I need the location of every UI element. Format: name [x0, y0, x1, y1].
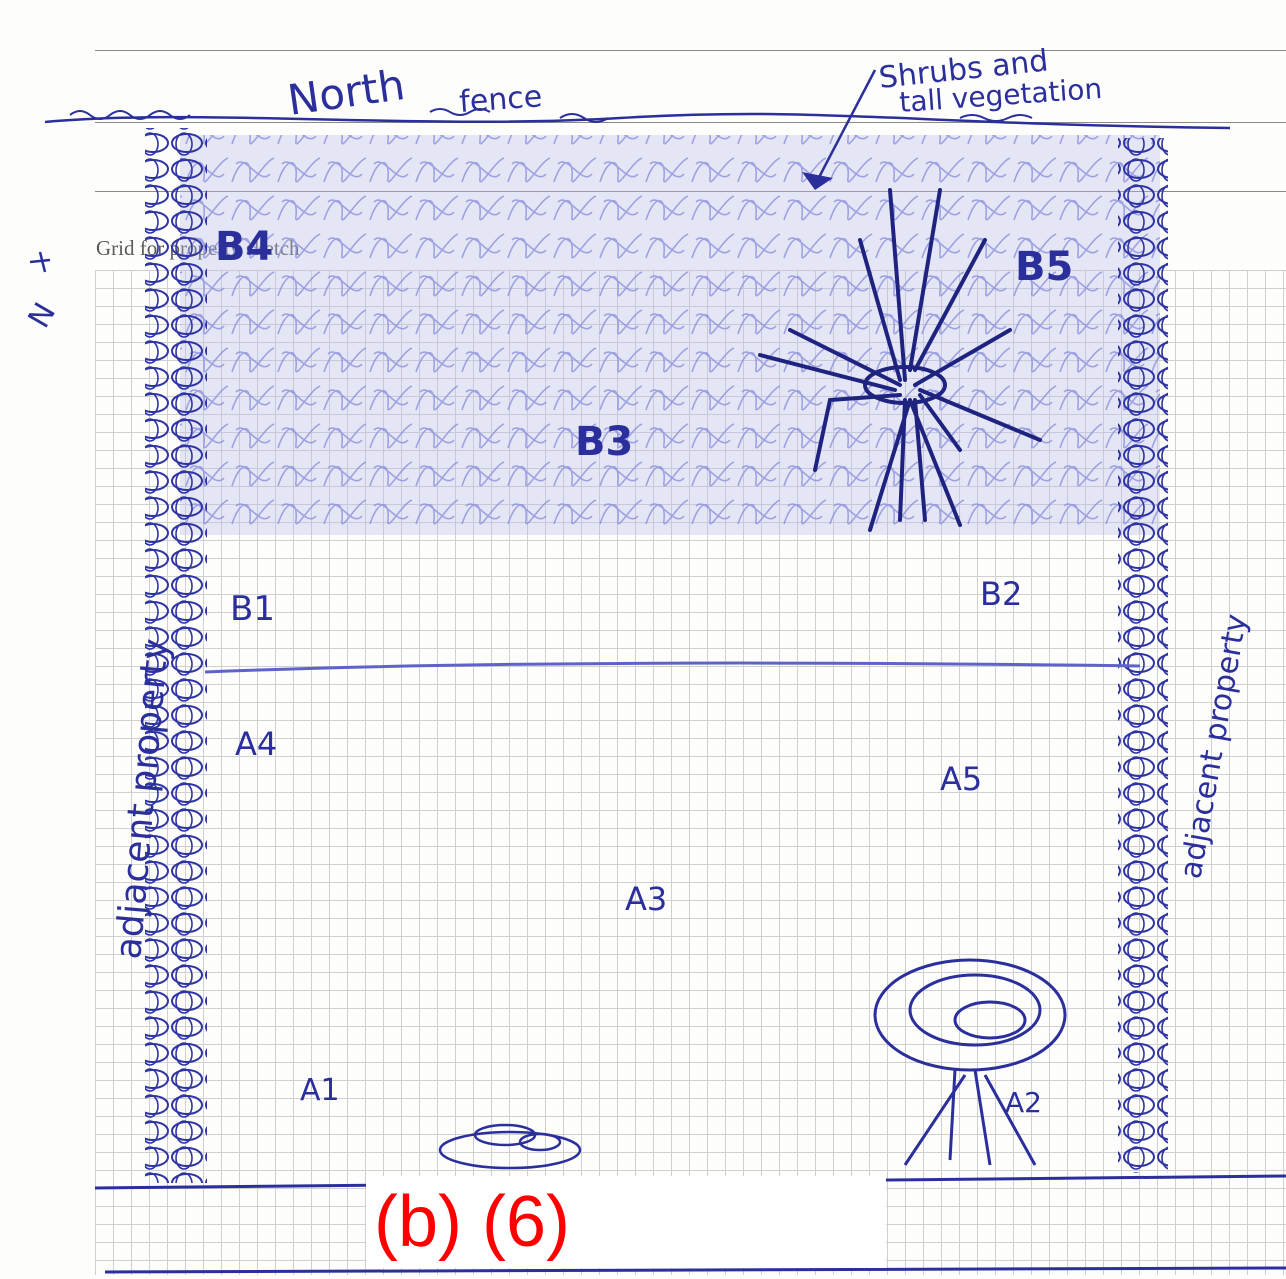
zone-a4: A4: [235, 725, 277, 763]
zone-b5: B5: [1015, 244, 1073, 290]
zone-b1: B1: [230, 589, 275, 629]
round-tree-icon: [875, 960, 1065, 1165]
fence-label: fence: [458, 79, 543, 120]
north-label: North: [285, 60, 408, 125]
zone-a5: A5: [940, 760, 982, 798]
north-side-mark: N: [22, 297, 64, 334]
zone-b4: B4: [215, 224, 273, 270]
zone-a2: A2: [1005, 1086, 1042, 1119]
zone-divider: [205, 663, 1140, 672]
adjacent-property-right: adjacent property: [1173, 612, 1254, 882]
hedge-right: [1118, 138, 1168, 1173]
zone-b3: B3: [575, 419, 633, 465]
bush-icon: [440, 1125, 580, 1168]
redaction-label: (b) (6): [366, 1176, 886, 1268]
bottom-line: [105, 1268, 1286, 1272]
fence-line: [45, 114, 1230, 128]
north-arrow-icon: [30, 252, 50, 272]
zone-a1: A1: [300, 1073, 340, 1108]
zone-a3: A3: [625, 880, 667, 918]
zone-b2: B2: [980, 575, 1022, 613]
